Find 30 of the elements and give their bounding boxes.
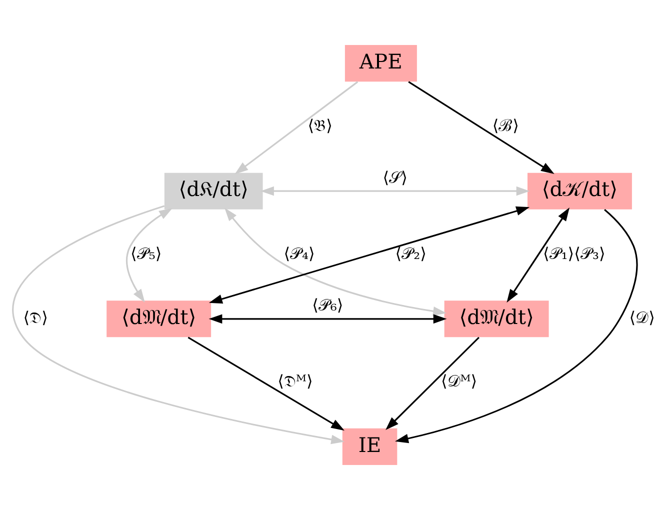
arrow <box>12 204 345 444</box>
edge-label: ⟨𝒟ᴹ⟩ <box>440 371 478 390</box>
arrow <box>208 314 447 324</box>
edge-label: ⟨𝔅⟩ <box>308 116 332 135</box>
edge-label: ⟨𝔇ᴹ⟩ <box>278 371 313 390</box>
edge-label: ⟨𝒫₆⟩ <box>312 295 344 314</box>
node-box: ⟨d𝒦/dt⟩ <box>528 172 632 209</box>
edge-label: ⟨𝒫₂⟩ <box>395 243 426 262</box>
arrow <box>394 208 638 443</box>
edge-label: ⟨𝒮⟩ <box>382 167 408 186</box>
edge-label: ⟨𝒫₁⟩⟨𝒫₃⟩ <box>542 243 606 262</box>
arrow <box>260 186 530 196</box>
arrow <box>234 80 358 174</box>
edge-label: ⟨ℬ⟩ <box>492 116 520 135</box>
edge-label: ⟨𝒫₄⟩ <box>284 243 315 262</box>
arrow <box>506 207 570 302</box>
arrow <box>408 80 554 174</box>
node-box: ⟨d𝔐/dt⟩ <box>444 300 549 337</box>
node-box: ⟨d𝔐/dt⟩ <box>106 300 212 337</box>
arrow <box>188 336 344 430</box>
node-box: ⟨d𝔎/dt⟩ <box>164 172 263 209</box>
arrow <box>224 207 447 316</box>
edge-label: ⟨𝒫₅⟩ <box>130 243 162 262</box>
arrow <box>386 336 480 430</box>
edge-label: ⟨𝒟⟩ <box>629 307 655 326</box>
node-box: APE <box>344 44 417 82</box>
node-box: IE <box>342 428 398 464</box>
arrow <box>208 206 530 304</box>
edge-label: ⟨𝔇⟩ <box>23 307 48 326</box>
arrow <box>126 208 172 302</box>
